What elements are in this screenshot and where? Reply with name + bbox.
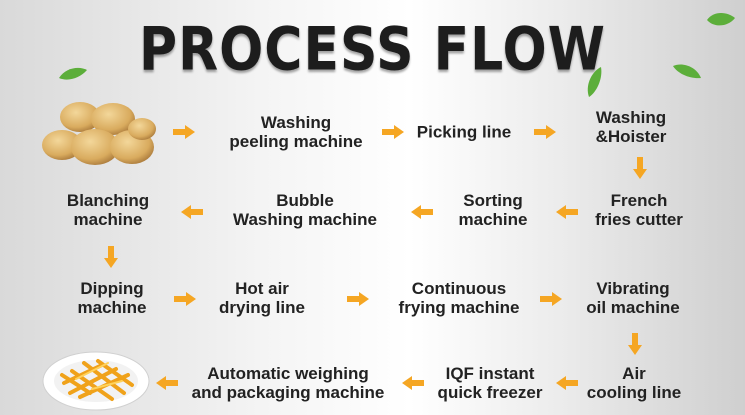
- step-line: machine: [77, 298, 147, 317]
- step-line: Blanching: [66, 191, 150, 210]
- step-line: Hot air: [235, 279, 289, 298]
- step-line: Vibrating: [596, 279, 670, 298]
- step-picking-line: Picking line: [417, 123, 511, 142]
- potatoes-icon: [42, 102, 156, 165]
- step-line: Sorting: [463, 191, 523, 210]
- arrow-down-icon: [104, 246, 118, 268]
- arrow-left-icon: [411, 205, 433, 219]
- step-washing-hoister: Washing&Hoister: [596, 108, 667, 146]
- leaf-icon: [587, 67, 602, 97]
- arrow-left-icon: [556, 205, 578, 219]
- arrow-right-icon: [534, 125, 556, 139]
- arrow-right-icon: [540, 292, 562, 306]
- arrow-left-icon: [156, 376, 178, 390]
- step-line: drying line: [219, 298, 305, 317]
- step-line: Washing: [595, 108, 667, 127]
- step-line: Picking line: [416, 122, 512, 142]
- step-line: Air: [622, 364, 646, 383]
- page-title: PROCESS FLOW: [138, 15, 607, 85]
- arrow-left-icon: [556, 376, 578, 390]
- arrow-right-icon: [382, 125, 404, 139]
- step-line: Bubble: [276, 191, 334, 210]
- arrow-left-icon: [181, 205, 203, 219]
- step-line: IQF instant: [445, 364, 535, 383]
- arrow-down-icon: [628, 333, 642, 355]
- leaf-icon: [707, 13, 735, 26]
- french-fries-plate-icon: [42, 351, 150, 411]
- step-line: machine: [458, 210, 528, 229]
- leaf-icon: [673, 64, 701, 79]
- step-line: cooling line: [586, 383, 682, 402]
- arrow-left-icon: [402, 376, 424, 390]
- step-line: machine: [73, 210, 143, 229]
- step-line: French: [610, 191, 668, 210]
- arrow-right-icon: [173, 125, 195, 139]
- step-line: frying machine: [398, 298, 520, 317]
- arrow-down-icon: [633, 157, 647, 179]
- step-line: peeling machine: [229, 132, 363, 151]
- leaf-icon: [59, 67, 87, 80]
- step-line: oil machine: [586, 298, 680, 317]
- arrow-right-icon: [174, 292, 196, 306]
- step-line: Washing: [260, 113, 332, 132]
- step-line: fries cutter: [595, 210, 683, 229]
- arrow-right-icon: [347, 292, 369, 306]
- step-line: Continuous: [411, 279, 507, 298]
- step-line: &Hoister: [595, 127, 667, 146]
- step-line: quick freezer: [437, 383, 543, 402]
- step-line: and packaging machine: [191, 383, 385, 402]
- step-line: Dipping: [80, 279, 144, 298]
- step-line: Washing machine: [233, 210, 377, 229]
- step-line: Automatic weighing: [207, 364, 369, 383]
